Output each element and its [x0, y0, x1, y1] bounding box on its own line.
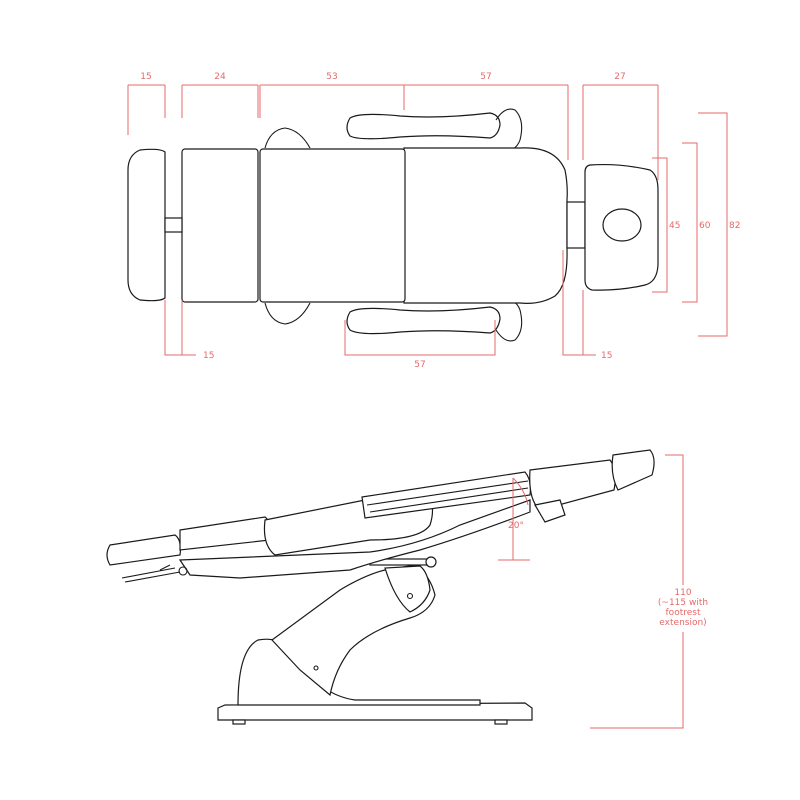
height-note-line2: footrest [666, 608, 701, 618]
head-section-side [529, 459, 616, 511]
backrest-top-view [403, 147, 568, 304]
head-connector [566, 201, 586, 249]
seat-shoulders [264, 127, 311, 325]
height-note-line3: extension) [659, 618, 706, 628]
seat-top-view [259, 148, 406, 303]
lift-column [271, 564, 436, 697]
dim-footrest-length: 15 [140, 72, 151, 82]
foot-mechanism [121, 564, 181, 583]
side-view [106, 449, 655, 725]
dim-armrest-length: 57 [414, 360, 425, 370]
dim-gap-foot: 15 [203, 351, 214, 361]
dim-seat-length: 53 [326, 72, 337, 82]
leg-section-top-view [181, 148, 259, 303]
foot-hinge [178, 566, 188, 576]
column-cap [384, 565, 431, 613]
height-label: 110 [674, 588, 691, 598]
arm-support-top [495, 108, 523, 151]
dim-gap-head: 15 [601, 351, 612, 361]
pivot-knob [425, 556, 437, 568]
dim-headrest-length: 27 [614, 72, 625, 82]
dim-backrest-length: 57 [480, 72, 491, 82]
footrest-top-view [127, 148, 166, 302]
base-foot-right [494, 719, 508, 725]
face-hole [602, 208, 642, 242]
top-view-dimensions: 15 24 53 57 27 15 57 15 45 60 82 [127, 72, 740, 370]
top-view [127, 108, 659, 342]
dim-seat-width: 60 [699, 221, 711, 231]
dim-overall-width: 82 [729, 221, 740, 231]
armrest-bottom [346, 306, 501, 335]
angle-label: 20° [508, 521, 524, 531]
base-plate [217, 702, 533, 721]
armrest-top [346, 112, 501, 140]
bolt [406, 592, 414, 600]
dim-headrest-width: 45 [669, 221, 680, 231]
backrest-detail [366, 480, 529, 513]
head-bracket [534, 499, 566, 523]
side-view-dimensions: 20° 110 (~115 with footrest extension) [498, 454, 708, 729]
base-foot-left [232, 719, 246, 725]
column-base [237, 638, 481, 706]
leg-section-side [179, 516, 272, 551]
height-note-line1: (~115 with [658, 598, 708, 608]
dim-leg-section-length: 24 [214, 72, 226, 82]
headrest-side [611, 449, 655, 491]
bolt [313, 665, 319, 671]
foot-connector [164, 217, 183, 233]
arm-support-bottom [495, 299, 523, 342]
footrest-side [106, 534, 182, 566]
seat-frame [178, 499, 531, 579]
